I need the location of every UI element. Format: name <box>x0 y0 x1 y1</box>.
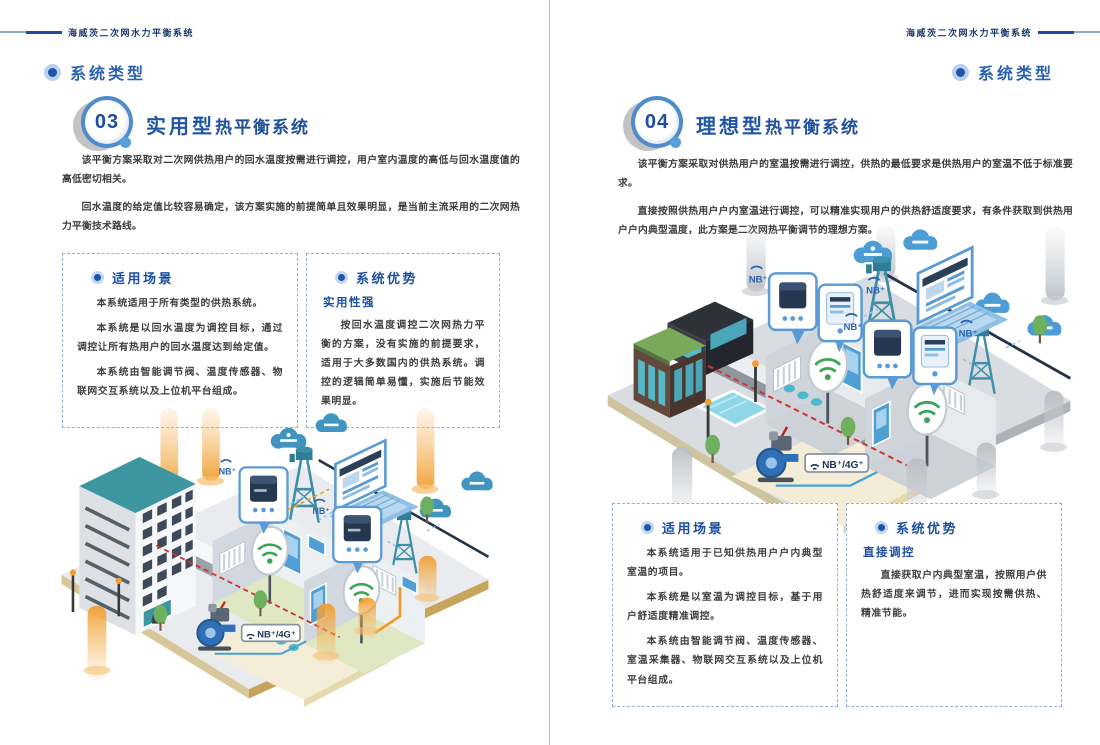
circulation-pump: NB⁺/4G⁺ <box>756 431 878 487</box>
page-right: 海威茨二次网水力平衡系统 系统类型 04 理想型热平衡系统 该平衡方案采取对供热… <box>550 0 1100 745</box>
smart-valve-callout-2: NB⁺ <box>312 498 383 574</box>
box-header: 适用场景 <box>91 268 283 287</box>
street-lamps <box>69 569 122 617</box>
advantage-subtitle: 直接调控 <box>863 547 915 559</box>
water-pipe-blue <box>775 471 878 487</box>
telecom-towers <box>288 446 440 574</box>
badge-number: 04 <box>644 110 670 133</box>
door-panel <box>872 400 891 448</box>
door-panel <box>841 340 863 394</box>
paragraph: 本系统是以回水温度为调控目标，通过调控让所有热用户的回水温度达到给定值。 <box>77 323 283 354</box>
radiator-icon <box>219 540 246 576</box>
light-pillars-top <box>741 226 1069 305</box>
wifi-oval-sign <box>250 525 289 576</box>
bullet-icon <box>44 63 61 81</box>
paragraph: 本系统由智能调节阀、温度传感器、室温采集器、物联网交互系统以及上位机平台组成。 <box>627 636 823 686</box>
nb-label: NB⁺ <box>844 322 863 333</box>
iot-heating-illustration-left: NB⁺ <box>61 408 493 707</box>
box-header: 系统优势 <box>875 518 1047 537</box>
header-rule-thick <box>1038 30 1074 34</box>
paragraph: 该平衡方案采取对二次网供热用户的回水温度按需进行调控，用户室内温度的高低与回水温… <box>62 155 520 186</box>
section-title: 系统类型 <box>951 60 1054 84</box>
badge-ring: 04 <box>631 96 683 148</box>
badge-dot <box>120 137 131 148</box>
section-title: 系统类型 <box>44 60 146 84</box>
smart-valve-callout-1: NB⁺ <box>219 459 330 535</box>
advantage-box: 系统优势 直接调控 直接获取户内典型室温，按照用户供热舒适度来调节，进而实现按需… <box>846 503 1062 707</box>
door-panel <box>282 527 326 577</box>
system-heading: 理想型热平衡系统 <box>696 116 860 138</box>
paragraph: 按回水温度调控二次网热力平衡的方案，没有实施的前提要求，适用于大多数国内的供热系… <box>321 320 485 408</box>
trees <box>153 496 434 631</box>
wifi-icon <box>960 319 973 324</box>
header-title: 海威茨二次网水力平衡系统 <box>68 27 195 38</box>
header-rule-thin <box>1074 31 1100 33</box>
nb-label: NB⁺ <box>749 274 768 285</box>
info-boxes: 适用场景 本系统适用于已知供热用户户内典型室温的项目。 本系统是以室温为调控目标… <box>612 503 1062 707</box>
room-cutaway-2 <box>864 365 996 500</box>
heat-pipe <box>374 587 402 635</box>
nb-label: NB⁺ <box>312 506 330 516</box>
paragraph: 本系统适用于已知供热用户户内典型室温的项目。 <box>627 548 823 579</box>
scenario-box: 适用场景 本系统适用于已知供热用户户内典型室温的项目。 本系统是以室温为调控目标… <box>612 503 838 707</box>
number-badge: 03 <box>73 96 136 152</box>
bullet-icon <box>641 521 654 534</box>
trees <box>705 315 1048 464</box>
thermostat-callout-2: NB⁺ <box>912 319 978 396</box>
paragraph: 本系统由智能调节阀、温度传感器、物联网交互系统以及上位机平台组成。 <box>77 367 283 398</box>
wifi-icon <box>867 276 881 281</box>
nb-label: NB⁺ <box>866 286 885 297</box>
page-header: 海威茨二次网水力平衡系统 <box>906 26 1100 38</box>
bullet-icon <box>951 63 969 81</box>
number-badge: 04 <box>623 96 686 152</box>
page-left: 海威茨二次网水力平衡系统 系统类型 03 实用型热平衡系统 该平衡方案采取对二次… <box>0 26 520 707</box>
iot-heating-illustration-right: NB⁺ NB⁺ <box>607 226 1072 535</box>
bullet-icon <box>335 271 348 284</box>
light-pillars-bottom <box>83 555 440 681</box>
advantage-subtitle: 实用性强 <box>323 297 375 309</box>
bullet-icon <box>91 271 104 284</box>
paragraph: 回水温度的给定值比较容易确定，该方案实施的前提简单且效果明显，是当前主流采用的二… <box>62 202 520 233</box>
wifi-icon <box>313 498 326 503</box>
page-divider <box>549 0 550 745</box>
badge-dot <box>670 137 681 148</box>
intro-paragraphs: 该平衡方案采取对二次网供热用户的回水温度按需进行调控，用户室内温度的高低与回水温… <box>62 151 520 245</box>
paragraph: 本系统是以室温为调控目标，基于用户舒适度精准调控。 <box>627 592 823 623</box>
wifi-icon <box>220 459 232 463</box>
pump-nb-sign: NB⁺/4G⁺ <box>804 453 870 473</box>
nb-label: NB⁺ <box>219 467 237 477</box>
paragraph: 本系统适用于所有类型的供热系统。 <box>96 298 263 309</box>
pump-nb-sign: NB⁺/4G⁺ <box>240 623 301 643</box>
street-lamps <box>704 360 759 441</box>
page-header: 海威茨二次网水力平衡系统 <box>0 26 194 38</box>
wifi-icon <box>845 313 858 317</box>
header-rule-thick <box>26 30 62 34</box>
circulation-pump: NB⁺/4G⁺ <box>196 603 307 655</box>
smart-valve-callout-2: NB⁺ <box>844 313 913 390</box>
svg-text:NB⁺/4G⁺: NB⁺/4G⁺ <box>822 460 864 471</box>
scenario-box: 适用场景 本系统适用于所有类型的供热系统。 本系统是以回水温度为调控目标，通过调… <box>62 253 298 429</box>
wifi-icon <box>750 265 763 270</box>
smart-valve-callout-1: NB⁺ <box>749 265 818 345</box>
box-header: 系统优势 <box>335 268 485 287</box>
bullet-icon <box>875 521 888 534</box>
svg-text:NB⁺/4G⁺: NB⁺/4G⁺ <box>257 630 296 640</box>
info-boxes: 适用场景 本系统适用于所有类型的供热系统。 本系统是以回水温度为调控目标，通过调… <box>62 253 500 429</box>
header-rule-thin <box>0 31 26 33</box>
system-heading: 实用型热平衡系统 <box>146 116 310 138</box>
badge-number: 03 <box>94 110 120 133</box>
wifi-oval-sign <box>807 338 849 393</box>
advantage-box: 系统优势 实用性强 按回水温度调控二次网热力平衡的方案，没有实施的前提要求，适用… <box>306 253 500 429</box>
nb-label: NB⁺ <box>959 329 978 340</box>
thermostat-callout-1: NB⁺ <box>817 276 885 353</box>
paragraph: 直接获取户内典型室温，按照用户供热舒适度来调节，进而实现按需供热、精准节能。 <box>861 570 1047 620</box>
paragraph: 该平衡方案采取对供热用户的室温按需进行调控，供热的最低要求是供热用户的室温不低于… <box>618 159 1073 190</box>
box-header: 适用场景 <box>641 518 823 537</box>
water-pipe-blue <box>214 640 307 655</box>
radiator-icon <box>772 354 802 393</box>
header-title: 海威茨二次网水力平衡系统 <box>905 27 1032 38</box>
